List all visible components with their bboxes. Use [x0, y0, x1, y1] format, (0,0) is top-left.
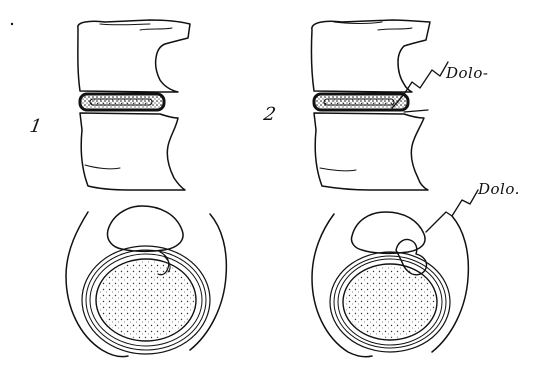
posterior-arch-right-1	[190, 214, 226, 350]
panel-1	[66, 20, 226, 357]
pain-label-nerve: Dolo.	[478, 180, 520, 198]
vertebral-body-axial-2	[351, 212, 425, 253]
upper-vertebra-1	[78, 20, 190, 92]
vertebral-body-axial-1	[107, 206, 183, 251]
stray-mark	[11, 23, 13, 25]
upper-vertebra-2	[311, 20, 430, 92]
lower-vertebra-1	[80, 113, 185, 190]
pain-arrow-nerve	[426, 190, 478, 232]
lower-vertebra-2	[314, 113, 428, 190]
pain-label-disc: Dolo-	[446, 64, 488, 82]
